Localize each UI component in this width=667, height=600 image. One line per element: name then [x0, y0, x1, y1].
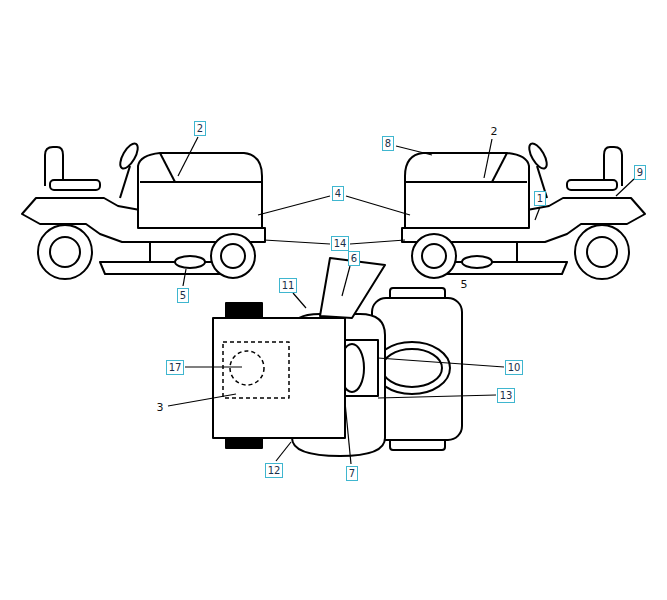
tractor-side-right	[402, 141, 645, 279]
callout-box: 11	[279, 278, 298, 293]
callout-box: 2	[194, 121, 206, 136]
callout-number: 9	[637, 167, 643, 178]
callout-number: 2	[490, 125, 499, 138]
callout-number: 8	[385, 138, 391, 149]
callout-number: 1	[537, 193, 543, 204]
callout-number: 6	[351, 253, 357, 264]
callout-box: 8	[382, 136, 394, 151]
callout-box: 7	[346, 466, 358, 481]
callout-box: 13	[497, 388, 516, 403]
callout-number: 14	[334, 238, 347, 249]
callout-number: 4	[335, 188, 341, 199]
callout-box: 9	[634, 165, 646, 180]
callout-box: 17	[166, 360, 185, 375]
callout-number: 10	[508, 362, 521, 373]
callout-number: 5	[460, 278, 469, 291]
callout-box: 6	[348, 251, 360, 266]
callout-box: 5	[177, 288, 189, 303]
callout-number: 5	[180, 290, 186, 301]
callout-number: 12	[268, 465, 281, 476]
callout-box: 14	[331, 236, 350, 251]
tractor-side-left	[22, 141, 265, 279]
leader-lines	[168, 137, 634, 464]
callout-box: 10	[505, 360, 524, 375]
callout-number: 13	[500, 390, 513, 401]
callout-number: 2	[197, 123, 203, 134]
callout-box: 1	[534, 191, 546, 206]
tractor-top-view	[213, 258, 462, 456]
callout-number: 17	[169, 362, 182, 373]
callout-number: 3	[156, 401, 165, 414]
callout-box: 4	[332, 186, 344, 201]
callout-number: 11	[282, 280, 295, 291]
callout-box: 12	[265, 463, 284, 478]
callout-number: 7	[349, 468, 355, 479]
